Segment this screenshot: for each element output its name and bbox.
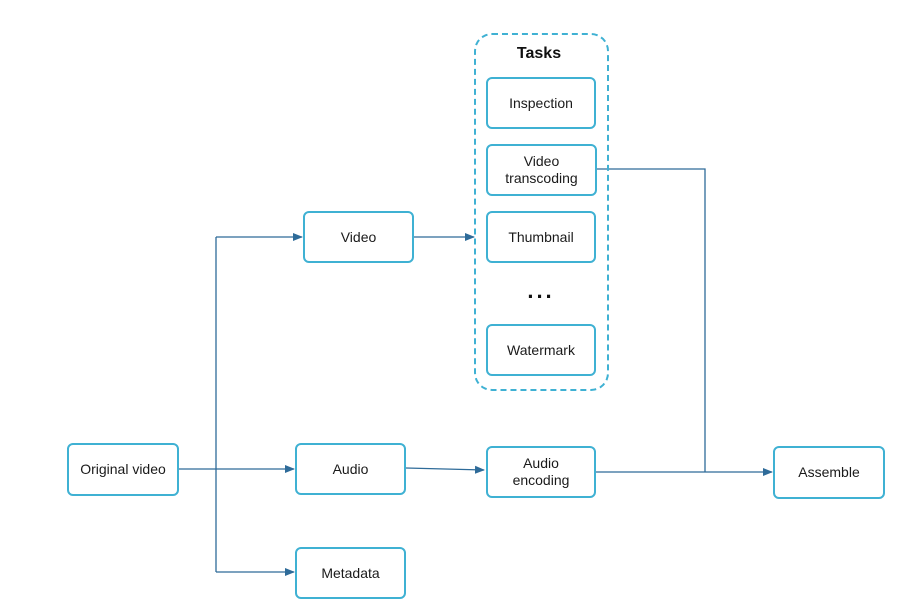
- tasks-group: [474, 33, 609, 391]
- node-inspection: Inspection: [486, 77, 596, 129]
- node-video: Video: [303, 211, 414, 263]
- node-assemble: Assemble: [773, 446, 885, 499]
- node-video-transcoding-label: Video transcoding: [505, 153, 578, 186]
- tasks-title: Tasks: [516, 45, 562, 62]
- node-original-video: Original video: [67, 443, 179, 496]
- node-watermark: Watermark: [486, 324, 596, 376]
- node-thumbnail: Thumbnail: [486, 211, 596, 263]
- node-watermark-label: Watermark: [507, 341, 575, 358]
- node-audio-label: Audio: [332, 460, 369, 477]
- node-audio-encoding-label: Audio encoding: [512, 455, 570, 488]
- node-audio: Audio: [295, 443, 406, 495]
- edge-video-transcoding-to-assemble: [597, 168, 706, 472]
- node-video-transcoding: Video transcoding: [486, 144, 597, 196]
- node-original-video-label: Original video: [80, 461, 166, 477]
- node-metadata-label: Metadata: [321, 564, 380, 581]
- tasks-ellipsis: ...: [527, 278, 555, 303]
- node-video-label: Video: [340, 228, 377, 245]
- node-inspection-label: Inspection: [509, 94, 573, 111]
- node-metadata: Metadata: [295, 547, 406, 599]
- node-audio-encoding: Audio encoding: [486, 446, 596, 498]
- edge-audio-to-audio-encoding: [405, 465, 485, 474]
- node-thumbnail-label: Thumbnail: [508, 228, 574, 245]
- node-assemble-label: Assemble: [798, 464, 860, 480]
